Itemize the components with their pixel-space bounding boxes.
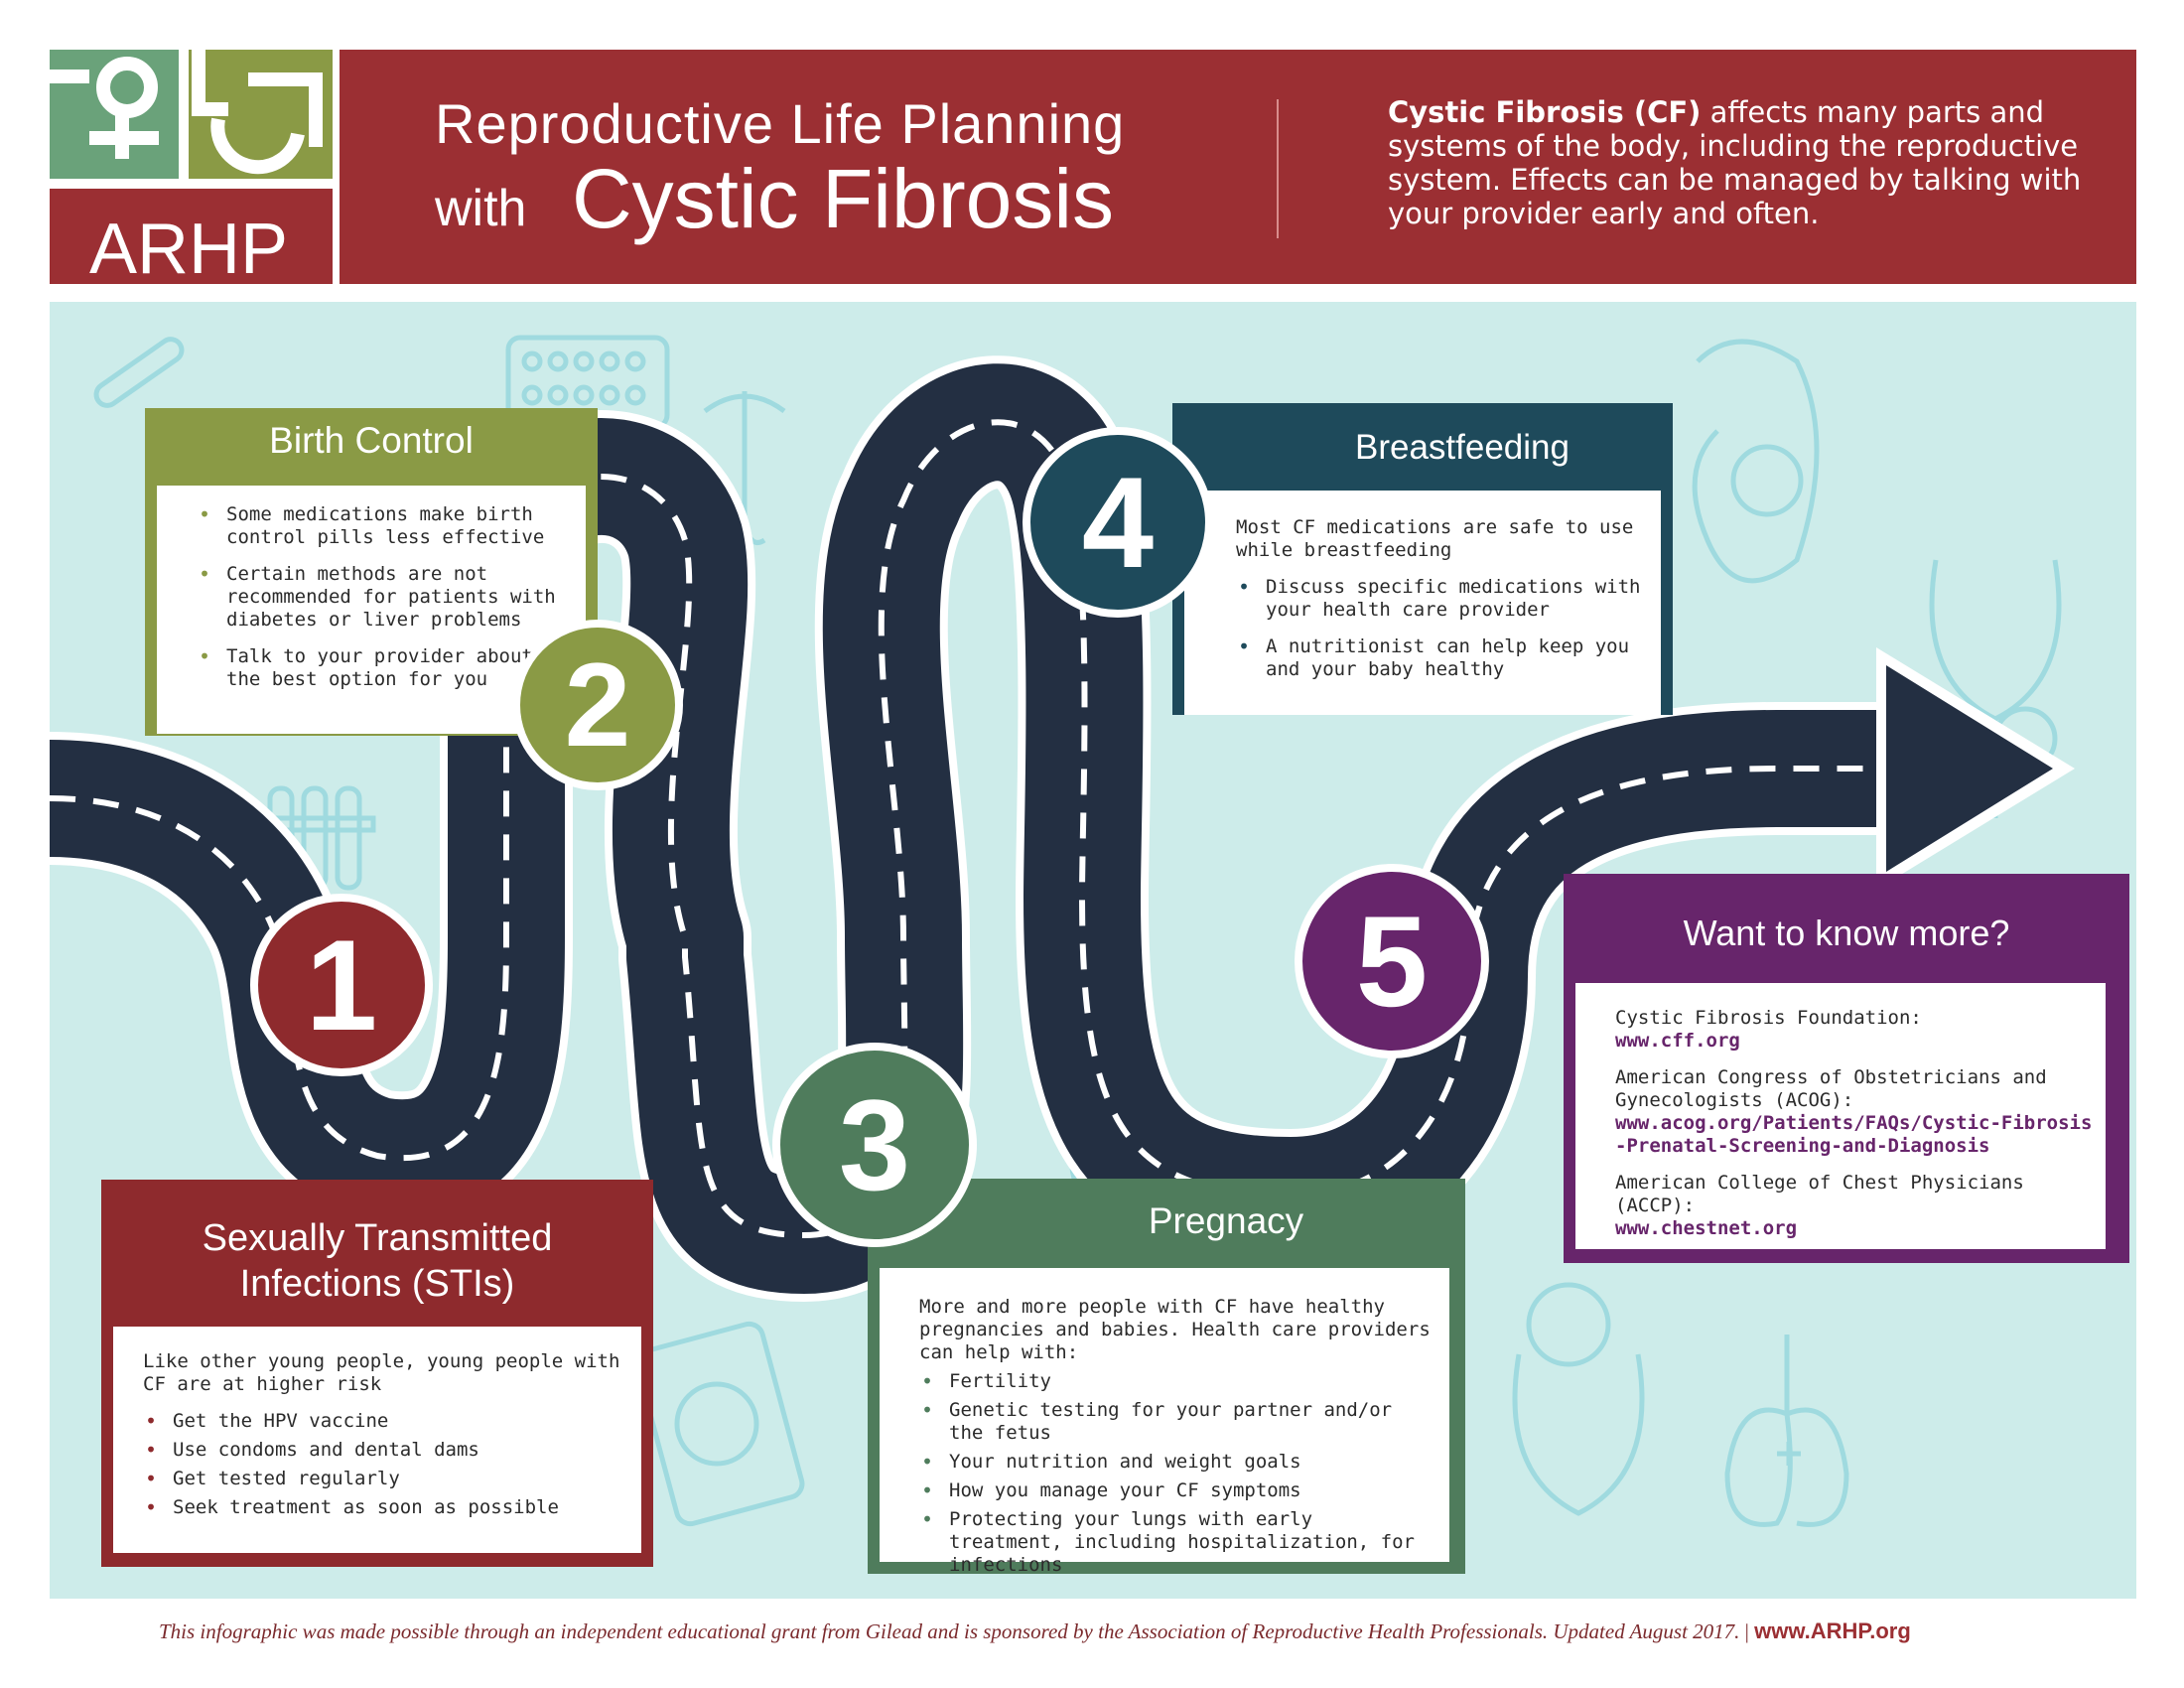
- birth-control-body: • Some medications make birth control pil…: [157, 486, 586, 734]
- logo-text: ARHP: [89, 210, 288, 284]
- sti-title: Sexually Transmitted Infections (STIs): [101, 1180, 653, 1319]
- bullet-icon: •: [1238, 634, 1251, 658]
- thermometer-icon: [93, 337, 185, 408]
- list-item: • Discuss specific medications with your …: [1236, 576, 1647, 622]
- resource-accp: American College of Chest Physicians (AC…: [1615, 1172, 2096, 1240]
- list-item-text: Your nutrition and weight goals: [949, 1451, 1301, 1473]
- footer-link[interactable]: www.ARHP.org: [1754, 1618, 1911, 1643]
- header-intro: Cystic Fibrosis (CF) affects many parts …: [1388, 95, 2103, 230]
- list-item-text: How you manage your CF symptoms: [949, 1479, 1301, 1501]
- know-more-title: Want to know more?: [1683, 913, 2010, 953]
- list-item: • Use condoms and dental dams: [143, 1439, 629, 1462]
- sti-card: Sexually Transmitted Infections (STIs) L…: [101, 1180, 653, 1567]
- header-band: [340, 50, 2136, 284]
- bullet-icon: •: [145, 1467, 158, 1490]
- list-item-text: Certain methods are not recommended for …: [226, 563, 556, 631]
- lungs-icon: [1724, 1335, 1849, 1527]
- list-item: • Get tested regularly: [143, 1468, 629, 1490]
- page-title-main: Cystic Fibrosis: [572, 152, 1115, 245]
- list-item: • Protecting your lungs with early treatm…: [919, 1508, 1435, 1577]
- list-item-text: Get the HPV vaccine: [173, 1410, 389, 1432]
- list-item-text: Get tested regularly: [173, 1468, 400, 1489]
- list-item: • Certain methods are not recommended for…: [197, 563, 570, 632]
- list-item-text: Talk to your provider about the best opt…: [226, 645, 533, 690]
- resource-name: American College of Chest Physicians (AC…: [1615, 1172, 2024, 1216]
- bullet-icon: •: [921, 1398, 934, 1422]
- list-item-text: Some medications make birth control pill…: [226, 503, 545, 548]
- arhp-logo: ARHP: [50, 50, 333, 289]
- breastfeeding-mother-icon: [1692, 339, 1820, 584]
- bullet-icon: •: [145, 1495, 158, 1519]
- resource-name: American Congress of Obstetricians and G…: [1615, 1066, 2047, 1111]
- sti-title-line2: Infections (STIs): [239, 1263, 515, 1305]
- list-item-text: Genetic testing for your partner and/or …: [949, 1399, 1393, 1444]
- page-title-line1: Reproductive Life Planning: [435, 92, 1126, 155]
- footer-credit: This infographic was made possible throu…: [159, 1619, 1740, 1643]
- bullet-icon: •: [145, 1438, 158, 1462]
- page-title-with: with: [435, 180, 527, 237]
- list-item: • Your nutrition and weight goals: [919, 1451, 1435, 1474]
- resource-link[interactable]: www.cff.org: [1615, 1030, 1740, 1052]
- list-item-text: Fertility: [949, 1370, 1051, 1392]
- bullet-icon: •: [921, 1369, 934, 1393]
- list-item-text: Use condoms and dental dams: [173, 1439, 479, 1461]
- list-item: • How you manage your CF symptoms: [919, 1479, 1435, 1502]
- bullet-icon: •: [921, 1478, 934, 1502]
- pregnancy-title: Pregnacy: [1148, 1200, 1304, 1241]
- list-item: • Some medications make birth control pil…: [197, 503, 570, 549]
- bullet-icon: •: [199, 502, 211, 526]
- step-2-badge: 2: [512, 620, 683, 790]
- resource-name: Cystic Fibrosis Foundation:: [1615, 1007, 1922, 1029]
- list-item: • Seek treatment as soon as possible: [143, 1496, 629, 1519]
- swaddled-baby-icon: [1512, 1282, 1645, 1516]
- sti-intro: Like other young people, young people wi…: [143, 1350, 620, 1395]
- sti-body: Like other young people, young people wi…: [113, 1327, 641, 1553]
- footer-separator: |: [1744, 1619, 1749, 1643]
- breastfeeding-title: Breastfeeding: [1355, 428, 1570, 467]
- know-more-body: Cystic Fibrosis Foundation: www.cff.org …: [1575, 983, 2106, 1249]
- want-to-know-more-card: Want to know more? Cystic Fibrosis Found…: [1564, 874, 2129, 1263]
- list-item-text: Protecting your lungs with early treatme…: [949, 1508, 1415, 1576]
- step-5-badge: 5: [1295, 864, 1489, 1058]
- sti-title-line1: Sexually Transmitted: [202, 1217, 553, 1259]
- resource-cff: Cystic Fibrosis Foundation: www.cff.org: [1615, 1007, 2096, 1053]
- bullet-icon: •: [921, 1507, 934, 1531]
- list-item: • Genetic testing for your partner and/or…: [919, 1399, 1435, 1445]
- footer: This infographic was made possible throu…: [159, 1618, 1911, 1644]
- condom-icon: [634, 1321, 805, 1527]
- bullet-icon: •: [199, 644, 211, 668]
- bullet-icon: •: [145, 1409, 158, 1433]
- step-3-badge: 3: [772, 1043, 977, 1247]
- bullet-icon: •: [199, 562, 211, 586]
- resource-acog: American Congress of Obstetricians and G…: [1615, 1066, 2096, 1158]
- bullet-icon: •: [1238, 575, 1251, 599]
- list-item-text: Discuss specific medications with your h…: [1266, 576, 1641, 621]
- list-item: • Talk to your provider about the best op…: [197, 645, 570, 691]
- list-item-text: A nutritionist can help keep you and you…: [1266, 635, 1630, 680]
- birth-control-title: Birth Control: [269, 420, 474, 461]
- header-intro-bold: Cystic Fibrosis (CF): [1388, 95, 1702, 129]
- pregnancy-card: Pregnacy More and more people with CF ha…: [868, 1179, 1465, 1576]
- breastfeeding-intro: Most CF medications are safe to use whil…: [1236, 516, 1634, 561]
- resource-link[interactable]: www.acog.org/Patients/FAQs/Cystic-Fibros…: [1615, 1112, 2093, 1157]
- step-1-badge: 1: [250, 894, 433, 1076]
- breastfeeding-card: Breastfeeding Most CF medications are sa…: [1172, 403, 1673, 715]
- list-item: • Get the HPV vaccine: [143, 1410, 629, 1433]
- pregnancy-body: More and more people with CF have health…: [880, 1268, 1449, 1576]
- list-item-text: Seek treatment as soon as possible: [173, 1496, 559, 1518]
- list-item: • Fertility: [919, 1370, 1435, 1393]
- bullet-icon: •: [921, 1450, 934, 1474]
- header-intro-text: affects many parts and systems of the bo…: [1388, 95, 2082, 230]
- header-divider: [1277, 99, 1279, 238]
- pregnancy-intro: More and more people with CF have health…: [919, 1296, 1431, 1363]
- resource-link[interactable]: www.chestnet.org: [1615, 1217, 1798, 1239]
- arrow-head-icon: [1886, 665, 2053, 872]
- step-4-badge: 4: [1023, 427, 1213, 618]
- breastfeeding-body: Most CF medications are safe to use whil…: [1184, 491, 1661, 715]
- list-item: • A nutritionist can help keep you and yo…: [1236, 635, 1647, 681]
